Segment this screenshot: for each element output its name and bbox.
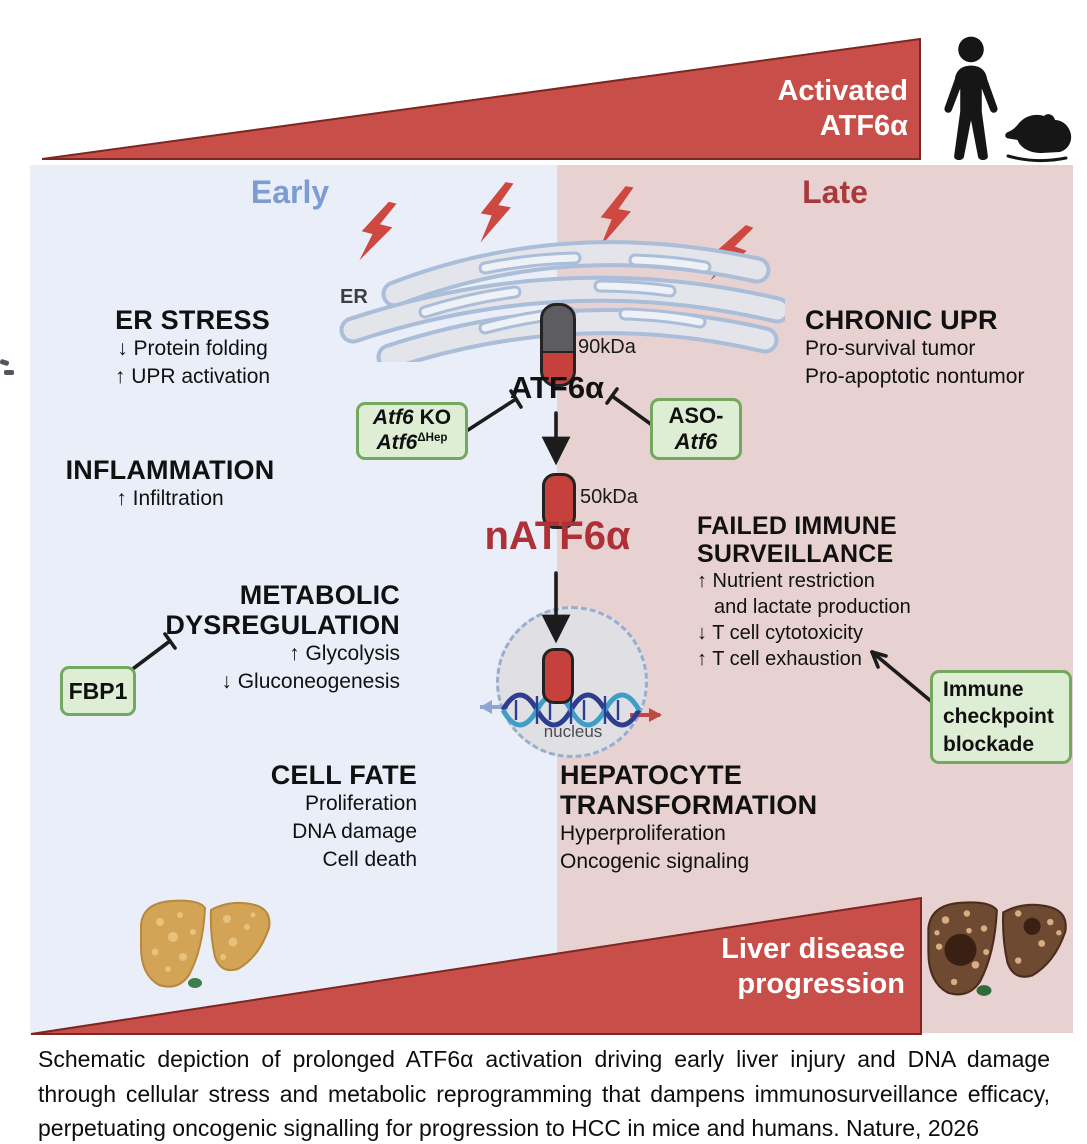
er-organelle [339, 240, 785, 362]
immune-checkpoint-blockade-box: Immune checkpoint blockade [930, 670, 1072, 764]
figure-caption: Schematic depiction of prolonged ATF6α a… [38, 1046, 1050, 1141]
nucleus-label: nucleus [543, 722, 603, 741]
lightning-icon [480, 182, 514, 243]
atf6-label: ATF6α [509, 370, 605, 405]
natf6-nuclear-capsule [542, 648, 574, 704]
section-cell-fate: CELL FATE Proliferation DNA damage Cell … [270, 760, 417, 871]
activation-gradient-wedge [42, 38, 921, 160]
nucleus [496, 606, 648, 758]
atf6-90kda-capsule [540, 303, 576, 387]
healthy-liver-icon [140, 899, 271, 988]
dna-icon [480, 692, 662, 728]
atf6-ko-line2: Atf6ΔHep [376, 431, 448, 454]
disease-progression-wedge [30, 896, 922, 1035]
mouse-icon [1005, 114, 1072, 163]
banner-line: Activated [777, 75, 908, 107]
diseased-liver-icon [927, 901, 1067, 996]
atf6-ko-box: Atf6 KO Atf6ΔHep [356, 402, 468, 460]
section-hepatocyte-transformation: HEPATOCYTE TRANSFORMATION Hyperprolifera… [560, 760, 818, 874]
banner-line: progression [737, 967, 905, 1000]
edge-artifact [0, 358, 14, 378]
aso-line1: ASO- [668, 402, 724, 428]
liver-disease-banner: Liver disease progression [640, 932, 905, 1002]
natf6-50kda-capsule [542, 473, 576, 529]
er-text-label: ER [340, 286, 368, 308]
late-phase-label: Late [802, 174, 868, 210]
fbp1-box: FBP1 [60, 666, 136, 716]
atf6-mass-label: 90kDa [578, 336, 636, 358]
section-er-stress: ER STRESS ↓ Protein folding ↑ UPR activa… [114, 305, 271, 388]
aso-atf6-box: ASO- Atf6 [650, 398, 742, 460]
natf6-mass-label: 50kDa [580, 486, 638, 508]
atf6-ko-line1: Atf6 KO [372, 406, 452, 430]
banner-line: ATF6α [819, 109, 908, 142]
section-failed-immune-surveillance: FAILED IMMUNE SURVEILLANCE ↑ Nutrient re… [697, 512, 911, 670]
section-inflammation: INFLAMMATION ↑ Infiltration [65, 455, 275, 511]
lightning-icon [359, 201, 397, 261]
early-phase-label: Early [250, 174, 330, 210]
aso-line2: Atf6 [674, 429, 718, 454]
section-metabolic-dysregulation: METABOLIC DYSREGULATION ↑ Glycolysis ↓ G… [165, 580, 400, 694]
natf6-label: nATF6α [484, 514, 631, 558]
activated-atf6-banner: Activated ATF6α [640, 74, 908, 144]
section-chronic-upr: CHRONIC UPR Pro-survival tumor Pro-apopt… [805, 305, 1025, 388]
human-icon [944, 36, 998, 161]
lightning-icon [600, 186, 634, 247]
banner-line: Liver disease [721, 933, 905, 965]
